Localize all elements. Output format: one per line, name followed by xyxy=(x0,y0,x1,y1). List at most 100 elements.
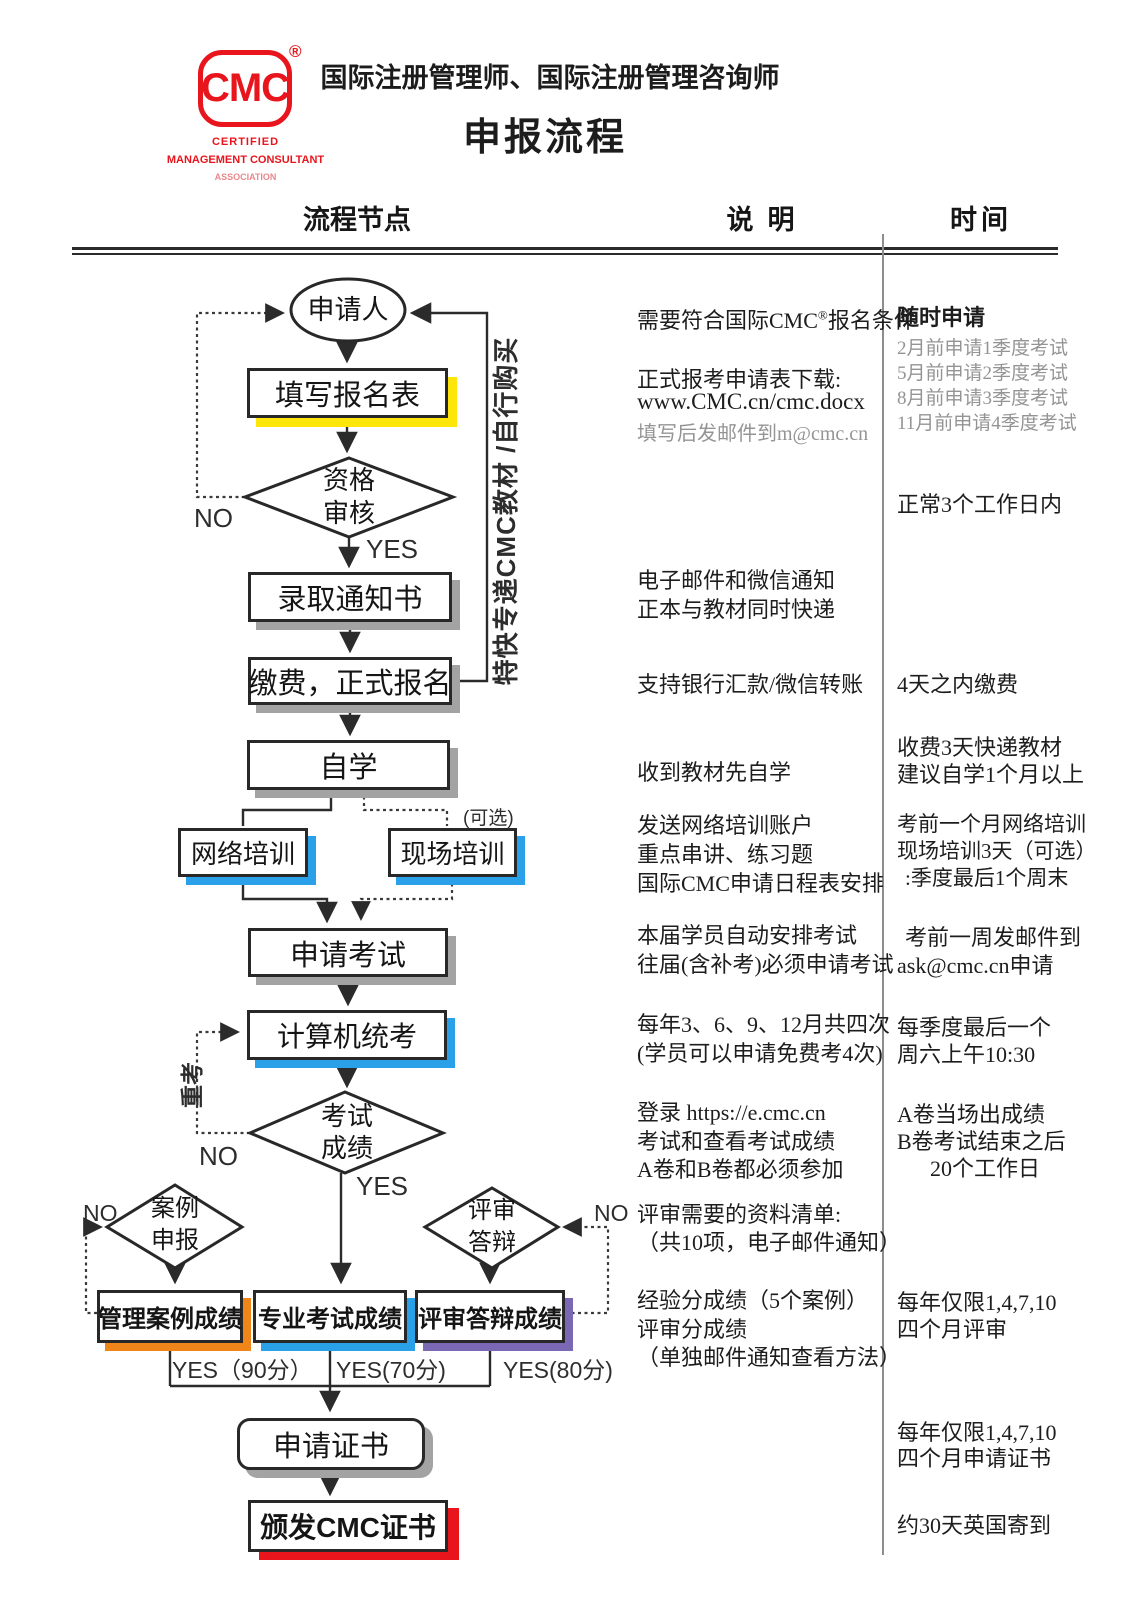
issue-cert-box: 颁发CMC证书 xyxy=(248,1500,448,1552)
express-delivery-note: 特快专递CMC教材 /自行购买 xyxy=(491,336,521,686)
desc-requirement-a: 需要符合国际CMC xyxy=(637,308,818,333)
column-header-description: 说明 xyxy=(726,205,809,235)
qualification-label-line1: 资格 xyxy=(322,465,375,495)
computer-exam-box: 计算机统考 xyxy=(247,1010,447,1060)
time-training-l3: :季度最后1个周末 xyxy=(905,866,1069,890)
case-declare-diamond xyxy=(104,1183,245,1270)
desc-scores-l1: 经验分成绩（5个案例） xyxy=(637,1288,869,1313)
no-label-case: NO xyxy=(83,1200,118,1226)
optional-note: (可选) xyxy=(463,808,514,829)
column-header-nodes: 流程节点 xyxy=(303,205,411,235)
arrow-online-applyexam xyxy=(241,877,338,924)
desc-form-email: 填写后发邮件到m@cmc.cn xyxy=(637,423,869,445)
yes90-label: YES（90分） xyxy=(172,1357,313,1383)
desc-form-download: 正式报考申请表下载: xyxy=(637,367,842,392)
desc-exam-l1: 每年3、6、9、12月共四次 xyxy=(637,1012,891,1037)
time-result-l3: 20个工作日 xyxy=(930,1156,1041,1181)
time-selfstudy-l2: 建议自学1个月以上 xyxy=(897,762,1085,787)
apply-cert-box: 申请证书 xyxy=(237,1418,425,1470)
dotted-retake-loop xyxy=(195,1022,250,1135)
applicant-label: 申请人 xyxy=(307,295,389,325)
desc-result-l2: 考试和查看考试成绩 xyxy=(637,1129,836,1154)
registered-mark-icon: ® xyxy=(289,42,302,61)
yes70-label: YES(70分) xyxy=(336,1357,446,1383)
time-selfstudy-l1: 收费3天快递教材 xyxy=(897,735,1063,760)
cmc-logo: CMC xyxy=(198,50,292,127)
retake-label: 重考 xyxy=(179,1062,205,1108)
exam-score-label-line2: 成绩 xyxy=(320,1133,373,1163)
desc-exam-l2: (学员可以申请免费考4次) xyxy=(637,1041,883,1066)
fill-form-box: 填写报名表 xyxy=(247,368,448,418)
time-q3: 8月前申请3季度考试 xyxy=(897,388,1069,409)
desc-training-l2: 重点串讲、练习题 xyxy=(637,842,814,867)
desc-scores-l3: （单独邮件通知查看方法） xyxy=(637,1345,902,1370)
yes-label-qualification: YES xyxy=(366,534,419,564)
review-defense-label-line2: 答辩 xyxy=(468,1229,516,1256)
exam-score-diamond xyxy=(246,1090,447,1175)
yes80-label: YES(80分) xyxy=(503,1357,613,1383)
defense-score-box: 评审答辩成绩 xyxy=(415,1290,565,1343)
apply-exam-box: 申请考试 xyxy=(248,928,448,977)
dotted-no-qual-applicant xyxy=(195,303,285,499)
desc-result-l3: A卷和B卷都必须参加 xyxy=(637,1157,844,1182)
no-label-exam-score: NO xyxy=(199,1141,238,1171)
time-anytime: 随时申请 xyxy=(897,305,986,330)
time-exam-l2: 周六上午10:30 xyxy=(897,1042,1036,1067)
desc-requirement: 需要符合国际CMC®报名条件 xyxy=(637,303,916,335)
time-result-l2: B卷考试结束之后 xyxy=(897,1129,1066,1154)
desc-scores-l2: 评审分成绩 xyxy=(637,1317,748,1342)
time-issuecert: 约30天英国寄到 xyxy=(897,1513,1052,1538)
desc-training-l3: 国际CMC申请日程表安排 xyxy=(637,871,884,896)
time-review-l2: 四个月评审 xyxy=(897,1317,1008,1342)
logo-subtitle-association: ASSOCIATION xyxy=(214,172,277,182)
time-q1: 2月前申请1季度考试 xyxy=(897,338,1069,359)
qualification-diamond xyxy=(240,456,458,539)
dotted-selfstudy-onsite xyxy=(362,790,449,826)
time-applyexam-l2: ask@cmc.cn申请 xyxy=(897,953,1054,978)
case-declare-label-line2: 申报 xyxy=(151,1227,199,1254)
registered-sup-icon: ® xyxy=(817,307,828,323)
dotted-onsite-applyexam xyxy=(351,877,454,921)
line-selfstudy-online xyxy=(241,790,333,826)
review-defense-label-line1: 评审 xyxy=(468,1197,516,1224)
desc-admission-l1: 电子邮件和微信通知 xyxy=(637,568,836,593)
review-defense-diamond xyxy=(422,1186,561,1270)
time-applycert-l2: 四个月申请证书 xyxy=(897,1446,1052,1471)
time-applycert-l1: 每年仅限1,4,7,10 xyxy=(897,1420,1057,1445)
time-q4: 11月前申请4季度考试 xyxy=(897,413,1077,434)
desc-admission-l2: 正本与教材同时快递 xyxy=(637,597,836,622)
time-training-l1: 考前一个月网络培训 xyxy=(897,812,1086,836)
desc-result-l1: 登录 https://e.cmc.cn xyxy=(637,1100,826,1125)
column-header-time: 时间 xyxy=(950,205,1012,235)
desc-review-l1: 评审需要的资料清单: xyxy=(637,1202,842,1227)
desc-applyexam-l1: 本届学员自动安排考试 xyxy=(637,923,858,948)
time-q2: 5月前申请2季度考试 xyxy=(897,363,1069,384)
desc-form-url: www.CMC.cn/cmc.docx xyxy=(637,389,865,414)
time-exam-l1: 每季度最后一个 xyxy=(897,1015,1052,1040)
time-qualification: 正常3个工作日内 xyxy=(897,492,1063,517)
onsite-training-box: 现场培训 xyxy=(388,828,517,877)
header-rule-thick xyxy=(72,247,1058,250)
admission-notice-box: 录取通知书 xyxy=(248,572,452,622)
desc-review-l2: （共10项，电子邮件通知） xyxy=(637,1230,902,1255)
time-applyexam-l1: 考前一周发邮件到 xyxy=(905,925,1082,950)
no-label-qualification: NO xyxy=(194,503,233,533)
desc-requirement-b: 报名条件 xyxy=(827,308,916,333)
time-column-divider xyxy=(882,234,884,1555)
yes-label-exam-score: YES xyxy=(356,1171,409,1201)
time-payment: 4天之内缴费 xyxy=(897,672,1019,697)
applicant-ellipse xyxy=(289,277,407,343)
header-rule-thin xyxy=(72,253,1058,255)
self-study-box: 自学 xyxy=(247,740,450,790)
case-score-box: 管理案例成绩 xyxy=(97,1290,243,1343)
desc-applyexam-l2: 往届(含补考)必须申请考试 xyxy=(637,952,894,977)
time-review-l1: 每年仅限1,4,7,10 xyxy=(897,1290,1057,1315)
no-label-defense: NO xyxy=(594,1200,629,1226)
desc-payment: 支持银行汇款/微信转账 xyxy=(637,672,864,697)
exam-score-box: 专业考试成绩 xyxy=(253,1290,407,1343)
dotted-no-casescore-case xyxy=(83,1217,103,1315)
qualification-label-line2: 审核 xyxy=(322,498,375,528)
desc-training-l1: 发送网络培训账户 xyxy=(637,813,814,838)
page-title: 国际注册管理师、国际注册管理咨询师 xyxy=(320,63,780,93)
